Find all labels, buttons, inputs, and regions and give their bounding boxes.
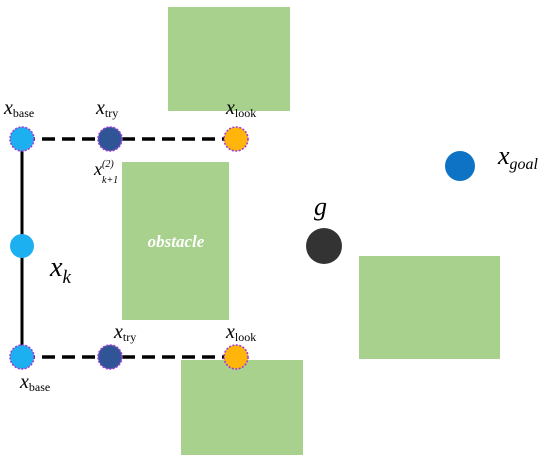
label-x-base-bottom: xbase: [19, 371, 50, 394]
label-x-k: xk: [49, 252, 71, 288]
node-x-look-top: [223, 126, 249, 152]
node-g: [306, 228, 342, 264]
obstacle-bottom: [181, 360, 303, 455]
node-x-base-top: [9, 126, 35, 152]
obstacle-center: [122, 162, 229, 320]
label-x-look-bottom: xlook: [225, 321, 256, 344]
obstacle-right: [359, 256, 500, 359]
label-x-base-top: xbase: [3, 97, 34, 120]
label-x-look-top: xlook: [225, 97, 256, 120]
node-x-try-bottom: [97, 344, 123, 370]
label-x-k1-sub: k+1: [102, 175, 118, 186]
obstacle-top: [168, 7, 290, 111]
node-x-goal: [445, 151, 475, 181]
node-x-try-top: [97, 126, 123, 152]
label-x-goal: xgoal: [497, 141, 539, 173]
obstacle-label: obstacle: [148, 232, 205, 251]
node-x-k: [10, 234, 34, 258]
label-x-try-bottom: xtry: [113, 321, 136, 344]
label-x-try-top: xtry: [95, 97, 118, 120]
label-g: g: [314, 192, 327, 221]
node-x-look-bottom: [223, 344, 249, 370]
label-x-k1-2: x(2): [93, 159, 114, 179]
node-x-base-bottom: [9, 344, 35, 370]
